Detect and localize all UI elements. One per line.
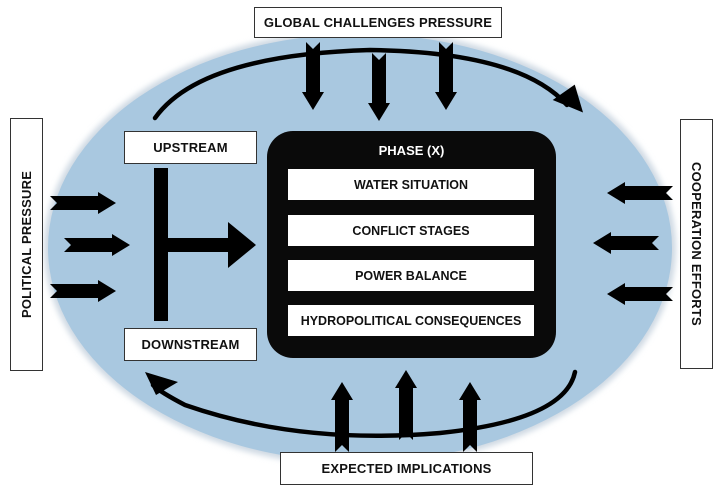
riparian-to-phase-arrowhead-icon bbox=[228, 222, 256, 268]
phase-title: PHASE (X) bbox=[378, 143, 445, 158]
political-pressure-arrow-icon bbox=[64, 234, 130, 256]
global-pressure-arrow-icon bbox=[368, 53, 390, 121]
political-pressure-arrow-icon bbox=[50, 280, 116, 302]
global-pressure-arrow-icon bbox=[435, 42, 457, 110]
phase-box: PHASE (X) WATER SITUATION CONFLICT STAGE… bbox=[267, 131, 556, 358]
top-cycle-arc bbox=[152, 47, 570, 121]
cooperation-efforts-arrow-icon bbox=[607, 283, 673, 305]
cooperation-efforts-label: COOPERATION EFFORTS bbox=[680, 119, 713, 369]
expected-implications-label: EXPECTED IMPLICATIONS bbox=[280, 452, 533, 485]
bottom-cycle-arrowhead-icon bbox=[145, 372, 178, 395]
phase-item-conflict-stages: CONFLICT STAGES bbox=[288, 215, 534, 246]
top-cycle-arrowhead-icon bbox=[552, 84, 584, 113]
phase-item-hydropolitical-consequences: HYDROPOLITICAL CONSEQUENCES bbox=[288, 305, 534, 336]
expected-implications-arrow-icon bbox=[459, 382, 481, 452]
global-challenges-label: GLOBAL CHALLENGES PRESSURE bbox=[254, 7, 502, 38]
global-pressure-arrow-icon bbox=[302, 42, 324, 110]
phase-item-power-balance: POWER BALANCE bbox=[288, 260, 534, 291]
cooperation-efforts-arrow-icon bbox=[607, 182, 673, 204]
cooperation-efforts-arrow-icon bbox=[593, 232, 659, 254]
political-pressure-label: POLITICAL PRESSURE bbox=[10, 118, 43, 371]
riparian-connector-bar bbox=[160, 238, 230, 252]
phase-item-water-situation: WATER SITUATION bbox=[288, 169, 534, 200]
expected-implications-arrow-icon bbox=[395, 370, 417, 440]
downstream-label: DOWNSTREAM bbox=[124, 328, 257, 361]
expected-implications-arrow-icon bbox=[331, 382, 353, 452]
political-pressure-arrow-icon bbox=[50, 192, 116, 214]
upstream-label: UPSTREAM bbox=[124, 131, 257, 164]
